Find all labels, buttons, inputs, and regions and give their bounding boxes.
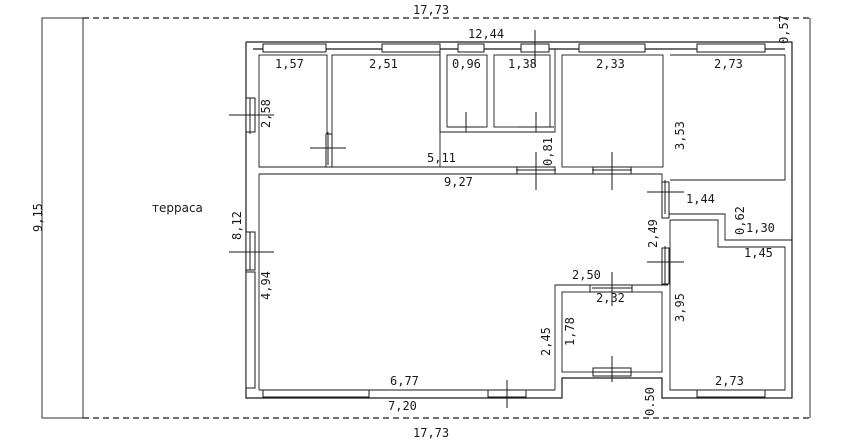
dim-room-5: 2,33 <box>596 57 625 71</box>
window-6 <box>696 43 766 53</box>
dim-room-3: 0,96 <box>452 57 481 71</box>
interior-walls <box>258 49 792 391</box>
window-bottom-3 <box>696 389 766 398</box>
dim-room-1: 1,57 <box>275 57 304 71</box>
terrace-label: терраса <box>152 201 203 215</box>
dim-corridor: 5,11 <box>427 151 456 165</box>
door-markers <box>229 30 684 408</box>
door-room-1 <box>325 133 333 168</box>
dim-bottom-050: 0.50 <box>643 387 657 416</box>
windows <box>245 43 766 398</box>
dim-right-395: 3,95 <box>673 293 687 322</box>
window-2 <box>381 43 441 53</box>
dim-left-494: 4,94 <box>259 271 273 300</box>
dim-room-6: 2,73 <box>714 57 743 71</box>
dim-inner-top: 12,44 <box>468 27 504 41</box>
dim-bath-232: 2,32 <box>596 291 625 305</box>
window-left-lower <box>245 271 256 389</box>
dim-bottom-273: 2,73 <box>715 374 744 388</box>
dim-living-width: 9,27 <box>444 175 473 189</box>
window-3 <box>457 43 485 53</box>
dim-left-812: 8,12 <box>230 211 244 240</box>
dim-door-081: 0,81 <box>541 137 555 166</box>
dim-bottom-677: 6,77 <box>390 374 419 388</box>
dim-left-total: 9,15 <box>31 203 45 232</box>
dim-top-total: 17,73 <box>413 3 449 17</box>
dim-left-upper: 2,58 <box>259 99 273 128</box>
dim-bottom-total: 17,73 <box>413 426 449 440</box>
dim-step-062: 0,62 <box>733 206 747 235</box>
dim-bottom-720: 7,20 <box>388 399 417 413</box>
dim-step-130: 1,30 <box>746 221 775 235</box>
dim-room-4: 1,38 <box>508 57 537 71</box>
dimension-labels: 17,73 17,73 9,15 0,57 12,44 1,57 2,51 0,… <box>31 3 791 440</box>
dim-mid-249: 2,49 <box>646 219 660 248</box>
dim-room-2: 2,51 <box>369 57 398 71</box>
dim-step-144: 1,44 <box>686 192 715 206</box>
dim-right-145: 1,45 <box>744 246 773 260</box>
terrace-outline <box>41 17 811 419</box>
window-5 <box>578 43 646 53</box>
dim-bath-178: 1,78 <box>563 317 577 346</box>
window-bottom-1 <box>262 389 370 398</box>
exterior-walls <box>245 41 793 399</box>
dim-bath-245: 2,45 <box>539 327 553 356</box>
window-1 <box>262 43 327 53</box>
dim-right-353: 3,53 <box>673 121 687 150</box>
dim-bath-250: 2,50 <box>572 268 601 282</box>
dim-top-right-offset: 0,57 <box>777 15 791 44</box>
